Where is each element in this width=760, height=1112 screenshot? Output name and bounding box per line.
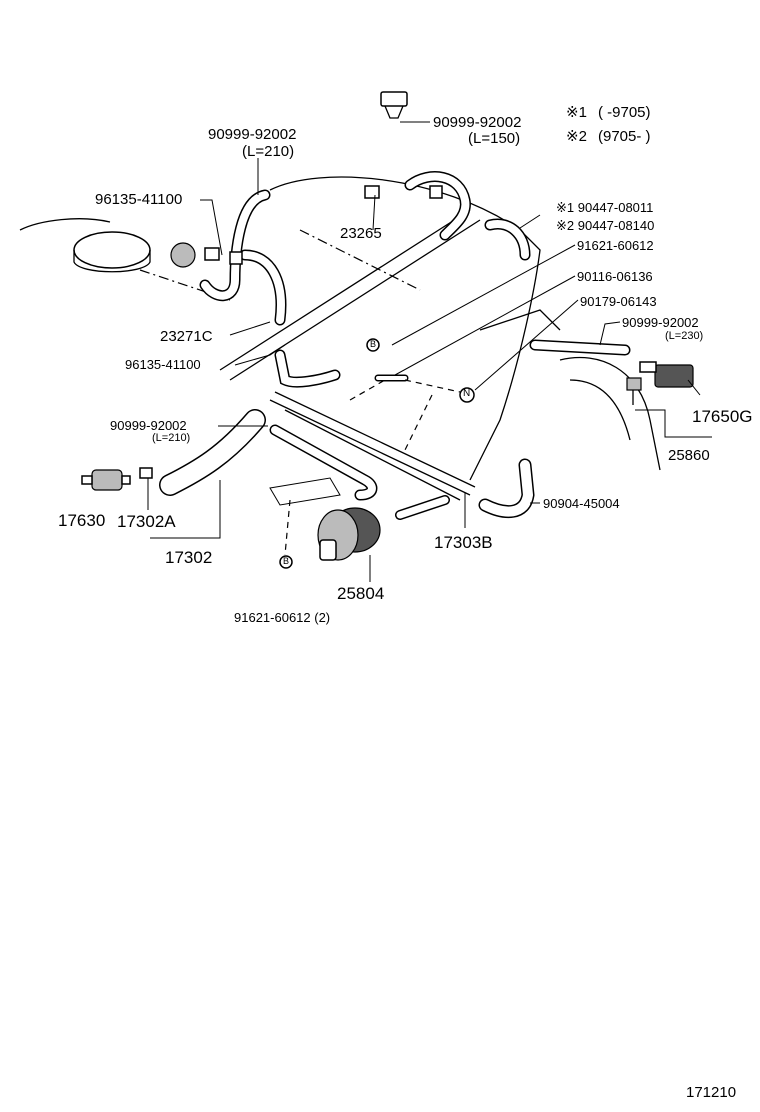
hose-left-lower [159,409,378,501]
label-90447-08140: ※2 90447-08140 [556,218,655,233]
marker-b-bottom-label: B [283,556,290,566]
figure-number: 171210 [686,1084,737,1101]
valve-17630 [81,467,153,491]
hose-mid-top [364,171,531,261]
canister-25804 [269,477,381,561]
marker-b-bottom [279,555,293,569]
label-17650g: 17650G [692,407,753,426]
hose-left-u [199,189,287,326]
label-25804: 25804 [337,584,385,603]
label-17302a: 17302A [117,512,176,531]
label-90999-92002-c-length: (L=230) [665,330,704,342]
label-90999-92002-a: 90999-92002 [208,126,297,143]
label-90999-92002-c: 90999-92002 [622,315,699,330]
label-23271c: 23271C [160,328,213,345]
label-96135-41100-a: 96135-41100 [95,191,183,208]
vsv-17650g [626,361,694,405]
variant-1-range: ( -9705) [598,104,651,121]
marker-n-label: N [463,388,471,399]
leader-lines [147,121,712,582]
dotted-indicators [284,379,461,556]
vsv-valve-left [170,242,243,268]
label-90999-92002-a-length: (L=210) [242,143,295,160]
label-96135-41100-b: 96135-41100 [125,357,201,372]
label-90179-06143: 90179-06143 [580,294,657,309]
label-90447-08011: ※1 90447-08011 [556,200,654,215]
label-90999-92002-d: 90999-92002 [110,418,187,433]
hose-center-small [274,349,341,388]
label-17303b: 17303B [434,533,493,552]
label-91621-60612-b: 91621-60612 (2) [234,610,331,625]
marker-n [459,387,475,403]
label-90999-92002-b-length: (L=150) [468,130,521,147]
label-90116-06136: 90116-06136 [577,269,653,284]
hose-top [380,91,433,183]
label-17302: 17302 [165,548,213,567]
label-23265: 23265 [340,225,382,242]
marker-b-top-label: B [370,339,377,349]
pipe-17303b [395,495,450,520]
canister-cap [19,218,151,273]
label-25860: 25860 [668,447,710,464]
variant-2-range: (9705- ) [598,128,651,145]
hose-right [478,339,631,518]
label-90904-45004: 90904-45004 [543,496,620,511]
variant-2-mark: ※2 [566,128,587,145]
label-17630: 17630 [58,511,106,530]
variant-1-mark: ※1 [566,104,587,121]
label-91621-60612-a: 91621-60612 [577,238,654,253]
marker-b-top [366,338,380,352]
label-90999-92002-b: 90999-92002 [433,114,522,131]
label-90999-92002-d-length: (L=210) [152,432,191,444]
